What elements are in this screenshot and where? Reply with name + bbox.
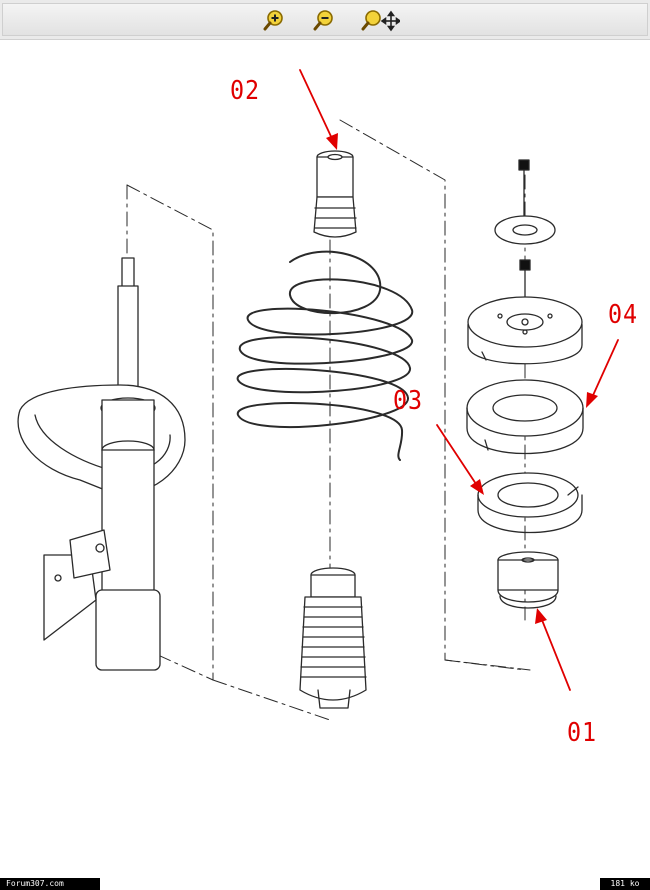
zoom-in-button[interactable] [260, 8, 290, 32]
zoom-out-icon [313, 10, 333, 31]
image-viewer-toolbar [0, 0, 650, 40]
bump-stop-cup [497, 551, 559, 609]
suspension-exploded-diagram [17, 69, 619, 721]
site-name: Forum307.com [0, 878, 100, 890]
spring-seat [477, 472, 583, 534]
callout-arrows [299, 69, 619, 691]
shock-absorber-strut [17, 257, 186, 671]
coil-spring [236, 250, 414, 461]
zoom-pan-icon [361, 10, 400, 32]
callout-03: 03 [393, 386, 423, 416]
file-size: 181 ko [600, 878, 650, 890]
dust-boot [299, 567, 367, 709]
strut-bearing [466, 379, 584, 455]
callout-01: 01 [567, 718, 597, 748]
top-mount [467, 296, 583, 365]
callout-02: 02 [230, 76, 260, 106]
zoom-pan-button[interactable] [360, 8, 400, 32]
zoom-in-icon [263, 10, 283, 31]
zoom-out-button[interactable] [310, 8, 340, 32]
callout-04: 04 [608, 300, 638, 330]
status-bar: Forum307.com 181 ko [0, 878, 650, 890]
bump-stop [313, 150, 357, 238]
